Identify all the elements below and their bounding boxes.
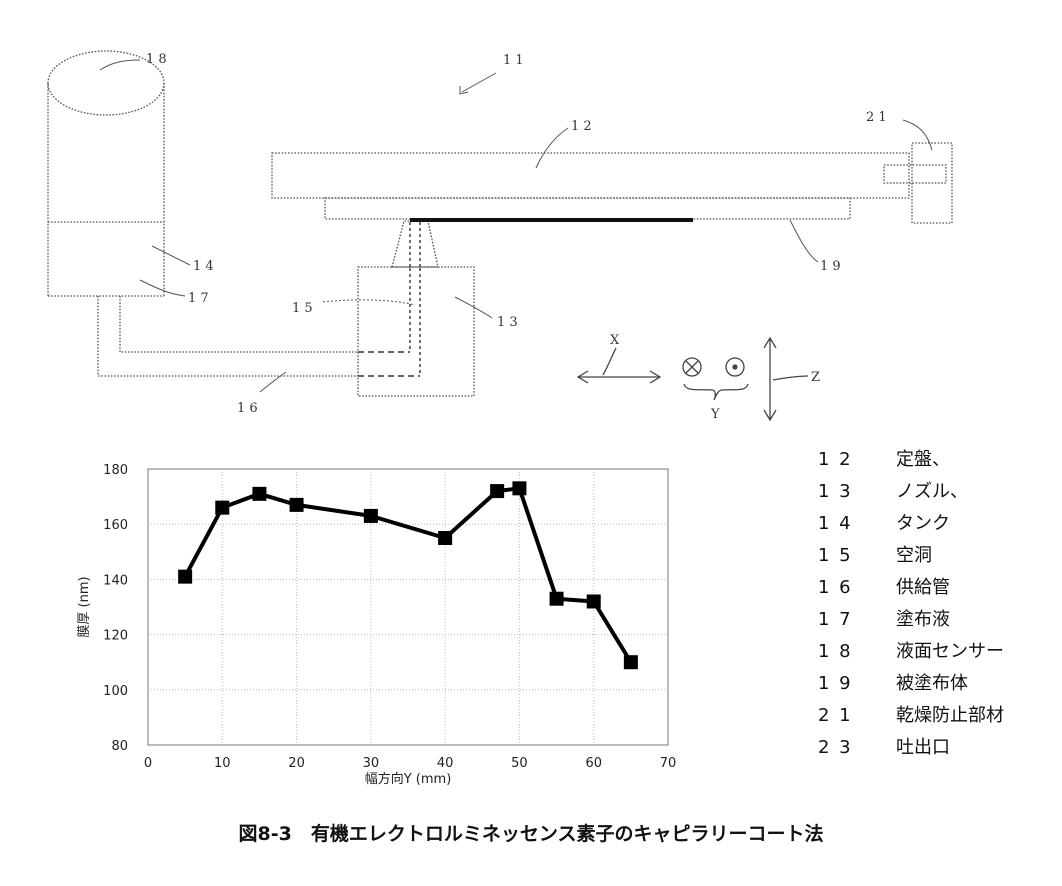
y-tick-label: 160 bbox=[103, 518, 128, 533]
y-axis-label: 膜厚 (nm) bbox=[77, 576, 92, 637]
legend-number: 1 4 bbox=[818, 513, 853, 534]
figure-caption: 図8-3 有機エレクトロルミネッセンス素子のキャピラリーコート法 bbox=[239, 822, 824, 845]
x-tick-label: 50 bbox=[511, 756, 528, 771]
component-legend: 1 2 定盤、 1 3 ノズル、 1 4 タンク 1 5 空洞 1 6 供給管 1 7 塗布液 1 8 液… bbox=[818, 449, 1004, 758]
axis-indicator bbox=[576, 336, 809, 422]
legend-number: 2 1 bbox=[818, 705, 853, 726]
x-tick-label: 70 bbox=[660, 756, 677, 771]
x-tick-label: 40 bbox=[437, 756, 454, 771]
y-tick-label: 140 bbox=[103, 573, 128, 588]
legend-text: 空洞 bbox=[896, 545, 932, 566]
label-stage: 1 2 bbox=[571, 119, 592, 134]
data-point bbox=[490, 484, 505, 499]
y-tick-label: 100 bbox=[103, 684, 128, 699]
legend-text: 被塗布体 bbox=[896, 672, 968, 694]
apparatus-diagram: 1 8 1 1 1 2 2 1 1 4 1 7 1 5 1 3 1 6 1 9 … bbox=[47, 50, 953, 422]
label-cavity: 1 5 bbox=[292, 301, 313, 316]
label-substrate: 1 9 bbox=[820, 259, 841, 274]
substrate bbox=[324, 197, 851, 220]
x-tick-label: 0 bbox=[144, 756, 152, 771]
legend-text: 供給管 bbox=[896, 577, 950, 598]
data-point bbox=[438, 531, 453, 545]
label-supply-pipe: 1 6 bbox=[237, 401, 258, 416]
x-tick-label: 30 bbox=[363, 756, 380, 771]
y-tick-label: 80 bbox=[111, 739, 128, 754]
label-nozzle: 1 3 bbox=[497, 315, 518, 330]
nozzle-tip bbox=[391, 220, 439, 268]
legend-text: タンク bbox=[896, 513, 950, 534]
anti-drying-member bbox=[883, 142, 953, 224]
legend-number: 1 8 bbox=[818, 641, 853, 662]
axis-label-x: X bbox=[610, 333, 620, 348]
legend-text: 乾燥防止部材 bbox=[896, 705, 1004, 726]
label-coating-liquid: 1 7 bbox=[188, 291, 209, 306]
x-tick-label: 10 bbox=[214, 756, 231, 771]
coated-film bbox=[410, 218, 693, 222]
series-markers bbox=[178, 481, 638, 670]
data-point bbox=[549, 591, 564, 606]
supply-pipe bbox=[97, 296, 358, 377]
data-point bbox=[215, 500, 230, 515]
data-point bbox=[586, 594, 601, 609]
axis-label-y: Y bbox=[710, 407, 720, 422]
legend-text: 液面センサー bbox=[896, 641, 1004, 662]
axis-label-z: Z bbox=[811, 370, 820, 385]
data-point bbox=[289, 497, 304, 512]
plot-area bbox=[147, 468, 669, 746]
stage-plate bbox=[271, 152, 910, 199]
thickness-chart: 80 100 120 140 160 180 0 10 20 30 40 50 60 70 幅方向Y (… bbox=[77, 463, 676, 787]
legend-text: 定盤、 bbox=[896, 449, 950, 470]
x-tick-label: 20 bbox=[288, 756, 305, 771]
y-tick-label: 120 bbox=[103, 629, 128, 644]
x-tick-labels: 0 10 20 30 40 50 60 70 bbox=[144, 756, 676, 771]
legend-number: 1 9 bbox=[818, 673, 853, 694]
x-axis-label: 幅方向Y (mm) bbox=[365, 771, 452, 787]
legend-number: 1 2 bbox=[818, 449, 853, 470]
label-assembly: 1 1 bbox=[503, 53, 524, 68]
x-tick-label: 60 bbox=[585, 756, 602, 771]
data-point bbox=[252, 486, 267, 501]
data-point bbox=[623, 655, 638, 670]
data-point bbox=[178, 569, 193, 584]
nozzle-body bbox=[357, 266, 475, 397]
label-level-sensor: 1 8 bbox=[146, 52, 167, 67]
legend-text: ノズル、 bbox=[896, 481, 968, 502]
data-point bbox=[363, 508, 378, 523]
legend-number: 1 6 bbox=[818, 577, 853, 598]
label-anti-drying: 2 1 bbox=[866, 110, 887, 125]
leader-lines bbox=[99, 59, 933, 393]
tank bbox=[47, 50, 165, 297]
label-tank-upper: 1 4 bbox=[193, 259, 214, 274]
data-point bbox=[512, 481, 527, 496]
legend-text: 吐出口 bbox=[896, 737, 950, 758]
legend-number: 1 3 bbox=[818, 481, 853, 502]
legend-number: 2 3 bbox=[818, 737, 853, 758]
legend-text: 塗布液 bbox=[896, 608, 950, 630]
y-tick-labels: 80 100 120 140 160 180 bbox=[103, 463, 128, 754]
y-tick-label: 180 bbox=[103, 463, 128, 478]
legend-number: 1 7 bbox=[818, 609, 853, 630]
legend-number: 1 5 bbox=[818, 545, 853, 566]
